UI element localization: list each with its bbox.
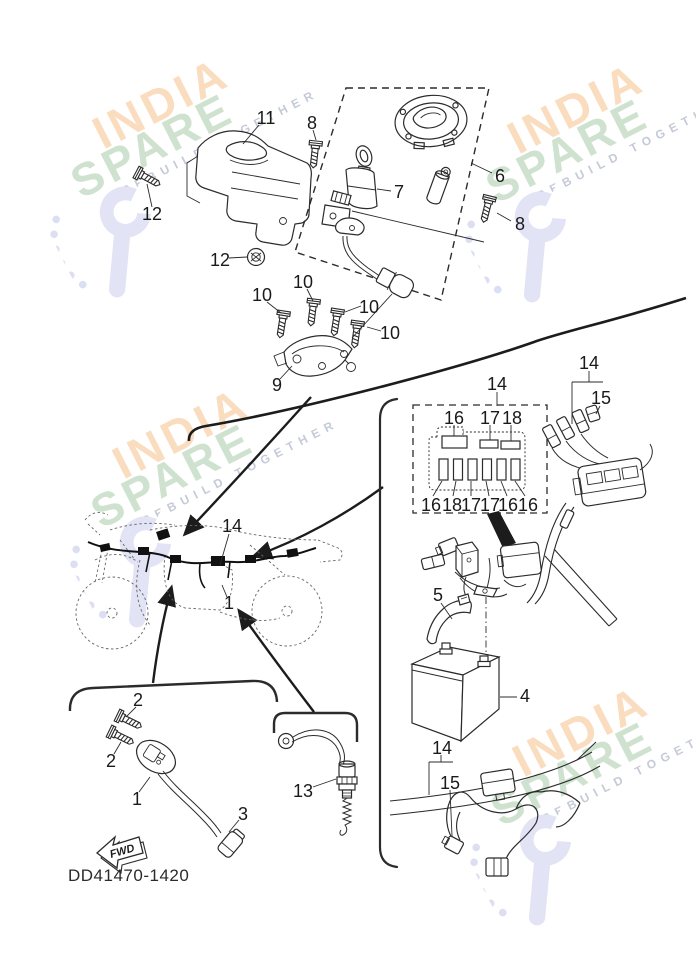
bike-wiring-harness [87,528,317,589]
bottom-right-harness [389,741,601,877]
fuel-cap [394,94,468,150]
screw-10-a [272,309,292,340]
part-13-switch [277,729,358,836]
callout-13: 13 [293,781,313,801]
callout-labels: 11 8 6 8 12 12 7 10 10 10 10 9 14 1 14 1… [106,108,611,824]
arrow-to-bike-harness [250,486,384,560]
callout-10-d: 10 [380,323,400,343]
callout-8-right: 8 [515,214,525,234]
fwd-arrow: FWD [95,835,148,875]
callout-3: 3 [238,804,248,824]
part-9-bracket [273,335,356,377]
callout-16-b1: 16 [421,495,441,515]
bottom-middle-box-bracket [272,711,359,742]
arrow-to-headstock [182,396,312,537]
part-11-steering-lock-cover [186,130,312,246]
callout-10-c: 10 [359,297,379,317]
callout-leaders [113,124,603,837]
callout-16-b5: 16 [498,495,518,515]
callout-8-top: 8 [307,113,317,133]
screw-12-round [246,247,266,267]
callout-5: 5 [433,585,443,605]
part-4-battery [410,642,501,743]
callout-17-b3: 17 [461,495,481,515]
screw-10-d [347,319,366,350]
harness-cluster [420,537,618,658]
bolt-2-b [105,724,137,750]
callout-14-bike: 14 [222,516,242,536]
section-top [132,87,497,377]
cap-holder-part [426,166,451,205]
section-bottom-left: FWD [68,679,279,875]
callout-12-low: 12 [210,250,230,270]
motorcycle-sketch [75,511,343,650]
fuse-box-pointer [487,511,516,548]
screw-10-c [326,307,346,338]
callout-9: 9 [272,375,282,395]
arrow-from-bottom-left-box [151,584,176,684]
section-right-panel [378,397,653,877]
callout-12-left: 12 [142,204,162,224]
callout-11: 11 [257,108,276,128]
callout-10-a: 10 [252,285,272,305]
drawing-code: DD41470-1420 [68,866,189,885]
callout-10-b: 10 [293,272,313,292]
section-divider [187,296,687,442]
callout-7: 7 [394,182,404,202]
section-bottom-middle [272,711,359,836]
callout-4: 4 [520,686,530,706]
callout-6: 6 [495,166,505,186]
bolt-2-a [113,708,145,734]
screw-10-b [303,297,322,328]
part-3-wire-lead [157,770,245,858]
screw-8-right [476,193,497,225]
fuse-box-detail [412,404,548,514]
callout-14-bottom: 14 [432,738,452,758]
callout-14-harness: 14 [579,353,599,373]
callout-1-bike: 1 [224,593,234,613]
right-harness-top [526,404,653,605]
callout-14-fusebox: 14 [487,374,507,394]
callout-16-top: 16 [444,408,464,428]
arrow-from-bottom-middle-box [237,608,315,713]
kit-box-outline [294,87,490,301]
part-5-battery-band [426,593,472,645]
callout-1-box: 1 [132,789,142,809]
divider-and-arrows [151,296,687,713]
callout-15-harness: 15 [591,388,611,408]
callout-17-top: 17 [480,408,500,428]
part-7-main-switch [321,145,415,299]
right-panel-bracket [378,397,399,869]
bottom-left-box-bracket [68,679,279,712]
callout-18-b2: 18 [442,495,462,515]
leader-clamp-to-screw [351,210,485,243]
part-1-lead-wire [136,739,176,775]
callout-15-bottom: 15 [440,773,460,793]
callout-16-b6: 16 [518,495,538,515]
callout-2-a: 2 [133,690,143,710]
leader-connector-to-bracket [351,293,393,339]
callout-18-top: 18 [502,408,522,428]
callout-17-b4: 17 [480,495,500,515]
callout-2-b: 2 [106,751,116,771]
